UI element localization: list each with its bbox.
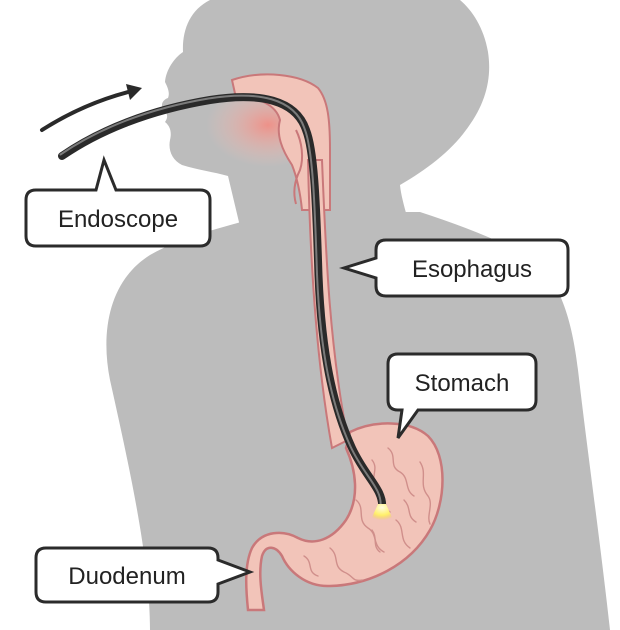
callout-duodenum: Duodenum — [34, 546, 255, 604]
arrow-right-icon — [40, 84, 142, 132]
endoscope — [58, 93, 394, 522]
endoscope-highlight — [59, 94, 382, 508]
callout-stomach: Stomach — [386, 352, 538, 439]
pharynx — [206, 73, 331, 211]
silhouette-torso — [106, 212, 611, 630]
stomach-wall — [245, 422, 444, 612]
callout-endoscope: Endoscope — [24, 155, 212, 248]
pharynx-wall — [230, 73, 331, 211]
label-endoscope: Endoscope — [58, 206, 178, 233]
label-esophagus: Esophagus — [412, 256, 532, 283]
epiglottis — [293, 129, 304, 205]
stomach — [245, 422, 444, 612]
label-duodenum: Duodenum — [68, 563, 185, 590]
scope-light — [370, 504, 394, 522]
label-stomach: Stomach — [415, 370, 510, 397]
callout-esophagus: Esophagus — [338, 238, 570, 298]
